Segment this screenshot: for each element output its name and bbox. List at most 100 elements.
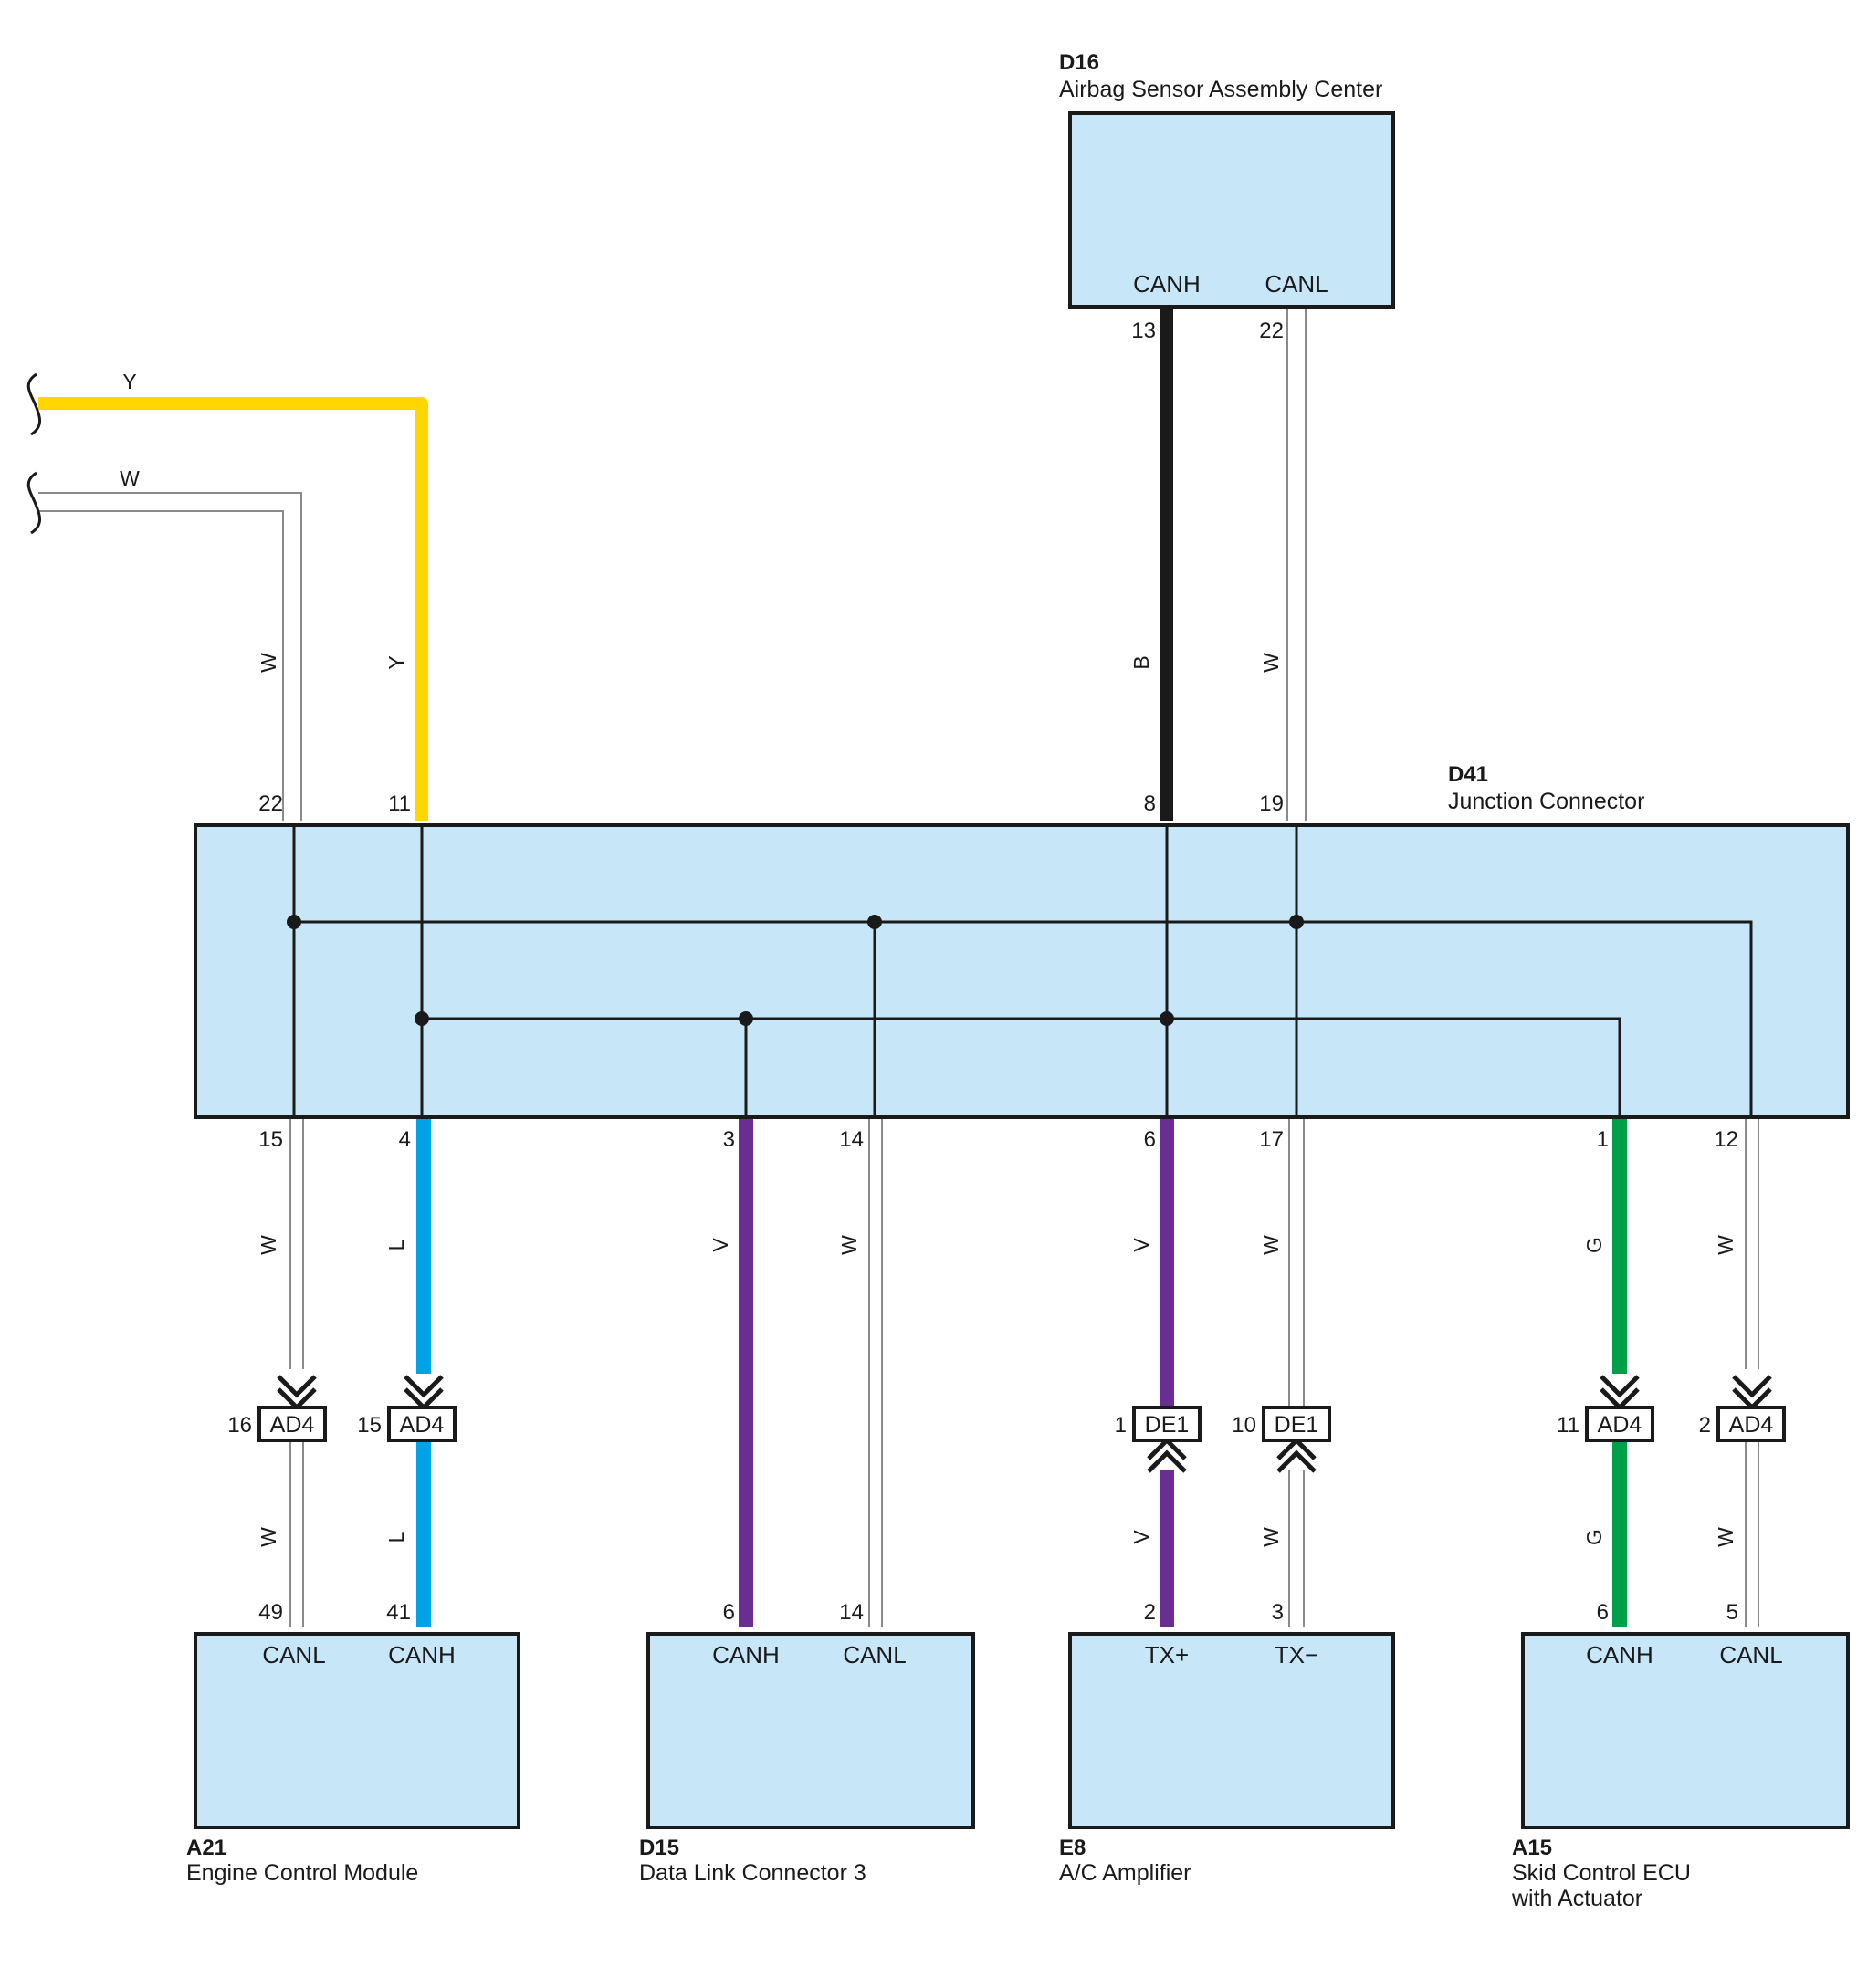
d41-pin-12: 12: [1714, 1127, 1738, 1152]
wire-code-e8-txp: V: [1129, 1530, 1153, 1544]
e8-pin-label-txm: TX−: [1275, 1641, 1318, 1669]
d16-pin-22: 22: [1259, 319, 1284, 343]
d41-name: Junction Connector: [1448, 789, 1644, 814]
wire-code-d41-19: W: [1259, 653, 1283, 673]
a21-box: [194, 1632, 520, 1829]
wire-code-d41-6: V: [1129, 1238, 1153, 1252]
svg-text:16: 16: [227, 1413, 252, 1438]
d15-pin-14: 14: [839, 1600, 864, 1625]
wire-code-a21-canh: L: [384, 1531, 408, 1543]
connector-arrow-down-icon: [1732, 1375, 1772, 1411]
wire-w-d41-12-to-a15: [1745, 1115, 1759, 1627]
wire-w-d41-14-to-d15: [868, 1115, 883, 1627]
wire-code-a15-canl: W: [1714, 1527, 1737, 1547]
inline-connector-ad4-11: AD4 11: [1557, 1406, 1654, 1442]
wire-break-mark-y: [26, 372, 41, 436]
inline-connector-ad4-2: AD4 2: [1699, 1406, 1786, 1442]
connector-arrow-down-icon: [404, 1375, 444, 1411]
d41-pin-3: 3: [723, 1127, 735, 1152]
e8-box: [1068, 1632, 1395, 1829]
wire-code-d41-22: W: [257, 653, 280, 673]
inline-connector-de1-10: DE1 10: [1232, 1406, 1331, 1442]
d41-pin-14: 14: [839, 1127, 864, 1152]
svg-text:AD4: AD4: [1729, 1412, 1774, 1438]
svg-text:2: 2: [1699, 1413, 1711, 1438]
svg-text:AD4: AD4: [400, 1412, 445, 1438]
wire-code-d41-17: W: [1259, 1235, 1283, 1255]
a15-name-line1: Skid Control ECU: [1512, 1860, 1691, 1886]
a21-id: A21: [186, 1836, 226, 1860]
a21-name: Engine Control Module: [186, 1860, 418, 1886]
wire-code-left-w: W: [120, 466, 140, 490]
wire-code-d41-3: V: [708, 1238, 732, 1252]
d41-pin-22: 22: [258, 791, 283, 816]
wire-code-d41-1: G: [1582, 1237, 1606, 1253]
wire-code-d41-12: W: [1714, 1235, 1737, 1255]
connector-arrow-down-icon: [277, 1375, 317, 1411]
svg-text:AD4: AD4: [270, 1412, 315, 1438]
wire-w-d41-15-to-a21: [289, 1115, 304, 1627]
d41-pin-8: 8: [1144, 791, 1156, 816]
inline-connector-ad4-16: AD4 16: [227, 1406, 327, 1442]
d41-box: [194, 823, 1850, 1119]
a15-pin-label-canh: CANH: [1586, 1641, 1653, 1669]
a15-pin-6: 6: [1597, 1600, 1609, 1625]
d16-id: D16: [1059, 50, 1099, 75]
wire-w-canl-left: [38, 492, 302, 821]
d41-pin-6: 6: [1144, 1127, 1156, 1152]
svg-text:10: 10: [1232, 1413, 1256, 1438]
d15-pin-label-canl: CANL: [843, 1641, 906, 1669]
e8-pin-label-txp: TX+: [1145, 1641, 1189, 1669]
wire-w-airbag-canl: [1286, 309, 1307, 821]
e8-id: E8: [1059, 1836, 1086, 1860]
d41-pin-4: 4: [399, 1127, 411, 1152]
wire-code-d41-11: Y: [384, 655, 408, 669]
a21-pin-49: 49: [258, 1600, 283, 1625]
d41-id: D41: [1448, 762, 1488, 787]
d41-pin-11: 11: [388, 791, 411, 816]
a21-pin-label-canh: CANH: [388, 1641, 456, 1669]
svg-text:AD4: AD4: [1598, 1412, 1642, 1438]
d41-internal-bus: [292, 827, 1753, 1115]
wire-code-d41-8: B: [1129, 655, 1153, 669]
d16-pin-label-canh: CANH: [1133, 270, 1201, 298]
wire-code-a21-canl: W: [257, 1527, 280, 1547]
d41-junction-dots: [287, 915, 1304, 1026]
e8-name: A/C Amplifier: [1059, 1860, 1191, 1886]
a15-box: [1521, 1632, 1850, 1829]
svg-text:DE1: DE1: [1145, 1412, 1190, 1438]
a15-pin-label-canl: CANL: [1719, 1641, 1782, 1669]
d41-pin-1: 1: [1597, 1127, 1609, 1152]
svg-text:1: 1: [1115, 1413, 1127, 1438]
a15-pin-5: 5: [1726, 1600, 1738, 1625]
d41-pin-19: 19: [1259, 791, 1284, 816]
d16-name: Airbag Sensor Assembly Center: [1059, 77, 1382, 102]
wire-code-d41-15: W: [257, 1235, 280, 1255]
wire-code-e8-txm: W: [1259, 1527, 1283, 1547]
d16-pin-label-canl: CANL: [1265, 270, 1328, 298]
a15-name-line2: with Actuator: [1511, 1886, 1642, 1911]
a15-id: A15: [1512, 1836, 1552, 1860]
connector-arrow-down-icon: [1600, 1375, 1640, 1411]
a21-pin-label-canl: CANL: [262, 1641, 325, 1669]
d16-pin-13: 13: [1131, 319, 1156, 343]
connector-arrow-up-icon: [1276, 1437, 1317, 1473]
d15-id: D15: [639, 1836, 679, 1860]
wire-code-left-y: Y: [122, 370, 136, 393]
inline-connector-ad4-15: AD4 15: [357, 1406, 457, 1442]
svg-text:15: 15: [357, 1413, 382, 1438]
d41-pin-17: 17: [1259, 1127, 1284, 1152]
d41-pin-15: 15: [258, 1127, 283, 1152]
e8-pin-3: 3: [1272, 1600, 1284, 1625]
connector-arrow-up-icon: [1147, 1437, 1187, 1473]
d15-name: Data Link Connector 3: [639, 1860, 866, 1886]
svg-text:11: 11: [1557, 1413, 1579, 1438]
d15-pin-6: 6: [723, 1600, 735, 1625]
wire-code-a15-canh: G: [1582, 1529, 1606, 1545]
d15-pin-label-canh: CANH: [712, 1641, 780, 1669]
wire-code-d41-4: L: [384, 1239, 408, 1250]
wire-y-canh-left: [38, 397, 428, 821]
e8-pin-2: 2: [1144, 1600, 1156, 1625]
svg-text:DE1: DE1: [1275, 1412, 1319, 1438]
